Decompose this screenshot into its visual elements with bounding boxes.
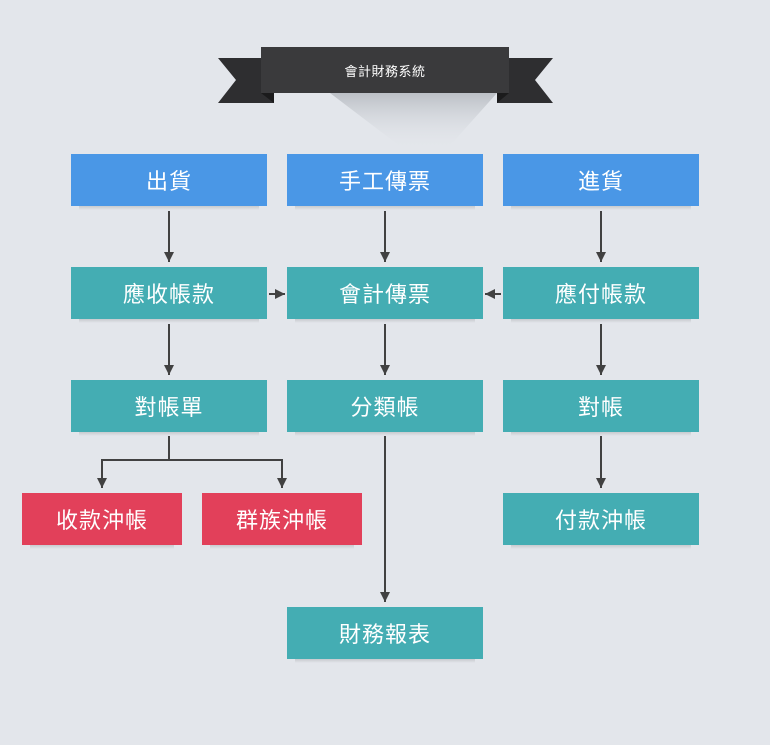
node-statement[interactable]: 對帳單	[71, 380, 267, 436]
node-reconcile[interactable]: 對帳	[503, 380, 699, 436]
title-ribbon	[218, 47, 553, 150]
ribbon-fold-left	[261, 93, 274, 103]
arrow-statement-to-receipt-offset	[97, 436, 170, 488]
node-receipt-offset[interactable]: 收款沖帳	[22, 493, 182, 549]
ribbon-shadow	[330, 93, 497, 150]
node-financial-report[interactable]: 財務報表	[287, 607, 483, 663]
node-shipment[interactable]: 出貨	[71, 154, 267, 210]
node-manual-voucher[interactable]: 手工傳票	[287, 154, 483, 210]
node-purchase[interactable]: 進貨	[503, 154, 699, 210]
arrow-statement-to-group-offset	[169, 459, 287, 488]
node-accounts-receivable[interactable]: 應收帳款	[71, 267, 267, 323]
node-accounting-voucher[interactable]: 會計傳票	[287, 267, 483, 323]
node-payment-offset[interactable]: 付款沖帳	[503, 493, 699, 549]
node-accounts-payable[interactable]: 應付帳款	[503, 267, 699, 323]
ribbon-fold-right	[497, 93, 509, 103]
ribbon-body	[261, 47, 509, 93]
node-ledger[interactable]: 分類帳	[287, 380, 483, 436]
node-group-offset[interactable]: 群族沖帳	[202, 493, 362, 549]
banner-title: 會計財務系統	[344, 64, 426, 80]
ribbon-tail-left	[218, 58, 274, 103]
ribbon-tail-right	[497, 58, 553, 103]
